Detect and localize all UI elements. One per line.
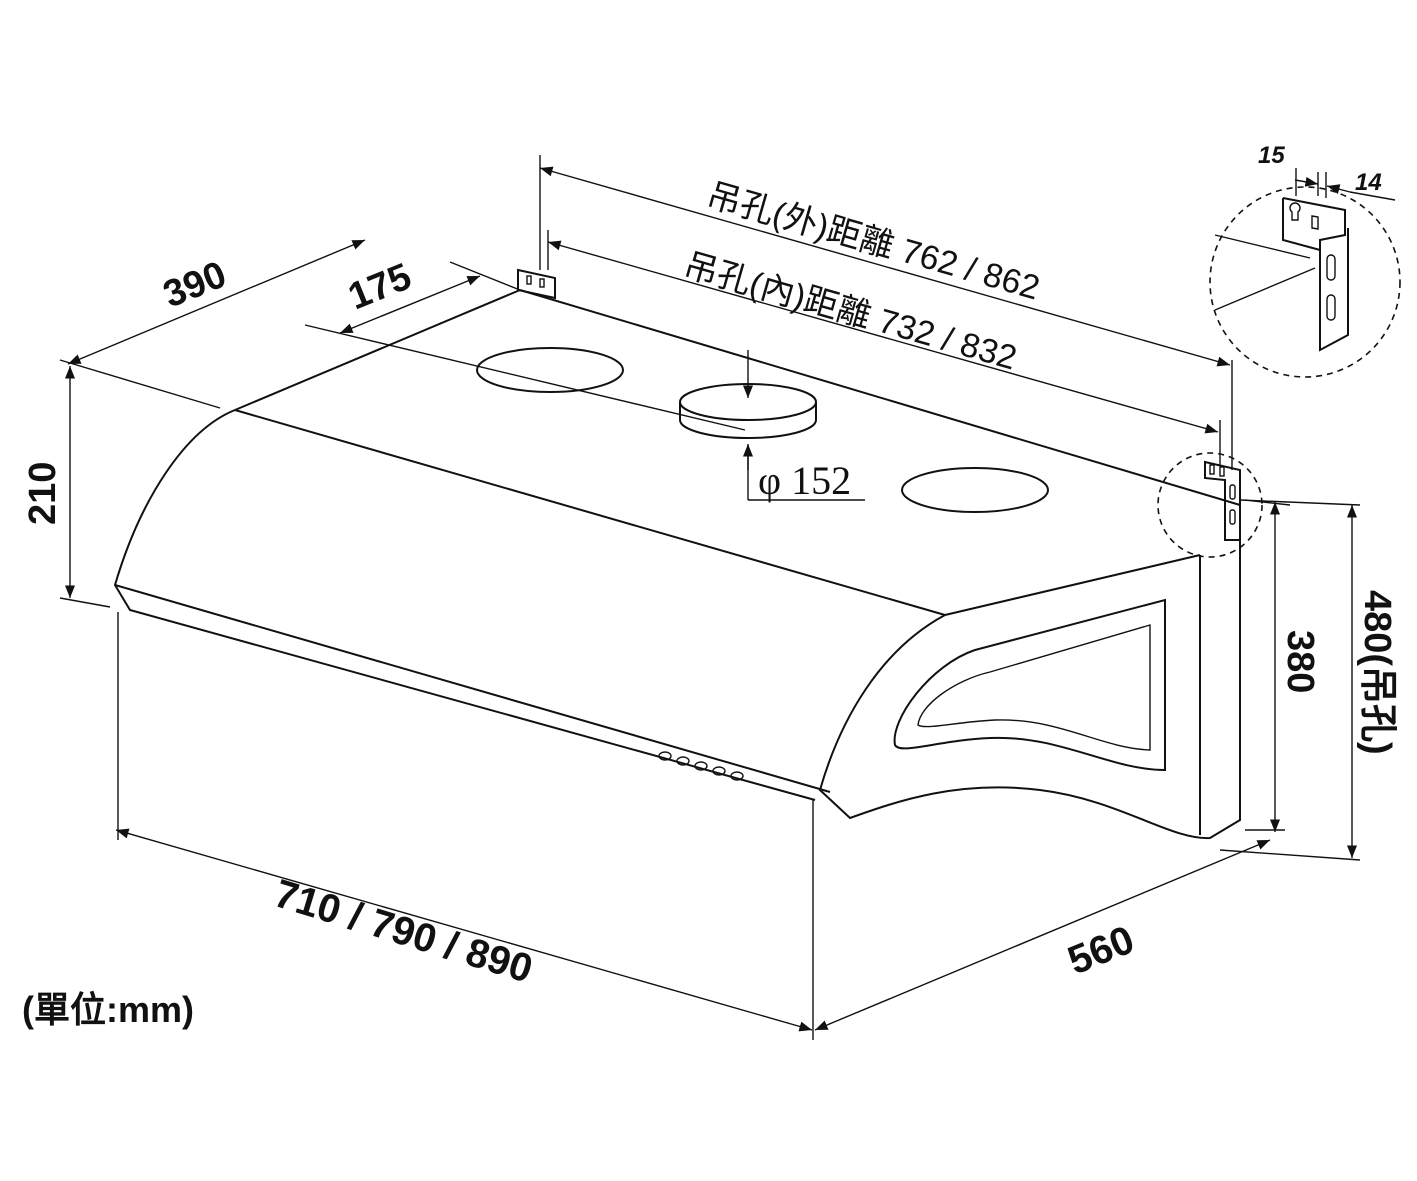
- duct-diameter-label: φ 152: [758, 458, 851, 503]
- depth-top-dim-line: [67, 239, 366, 365]
- depth-bottom-dim-line: [814, 839, 1271, 1031]
- side-cutout-inner: [917, 624, 1151, 751]
- side-panel: [818, 515, 1241, 840]
- dimensions: [59, 155, 1361, 1040]
- duct-hole-right: [901, 467, 1049, 513]
- control-button[interactable]: [730, 771, 744, 781]
- inner-hole-dim-line: [547, 240, 1219, 434]
- front-left-curve: [113, 409, 816, 801]
- top-right-edge: [944, 554, 1201, 616]
- hanging-height-label: 480(吊孔): [1356, 590, 1398, 755]
- depth-bottom-label: 560: [1062, 918, 1140, 984]
- detail-callout-small: [1157, 452, 1263, 558]
- side-height-label: 380: [1279, 630, 1321, 693]
- control-button[interactable]: [694, 761, 708, 771]
- detail-callout-large: [1209, 186, 1401, 378]
- hanging-bracket-left: [517, 268, 556, 300]
- control-button[interactable]: [712, 766, 726, 776]
- depth-top-label: 390: [158, 254, 233, 317]
- hood-body: [113, 268, 1263, 840]
- unit-label: (單位:mm): [22, 989, 194, 1030]
- duct-offset-label: 175: [343, 256, 418, 319]
- side-cutout-outer: [893, 598, 1166, 772]
- top-front-edge: [234, 409, 946, 616]
- front-lip: [114, 584, 831, 793]
- front-height-label: 210: [22, 462, 64, 525]
- bracket-detail-inset: [1209, 168, 1401, 378]
- bracket-width-a-label: 15: [1258, 142, 1285, 169]
- width-label: 710 / 790 / 890: [269, 872, 537, 992]
- duct-offset-dim-line: [339, 275, 481, 334]
- control-button[interactable]: [658, 751, 672, 761]
- duct-hole-left: [476, 347, 624, 393]
- control-button[interactable]: [676, 756, 690, 766]
- hanging-bracket-right: [1204, 460, 1241, 541]
- bracket-width-b-label: 14: [1355, 169, 1382, 196]
- control-buttons: [658, 751, 744, 781]
- width-dim-line: [115, 828, 813, 1032]
